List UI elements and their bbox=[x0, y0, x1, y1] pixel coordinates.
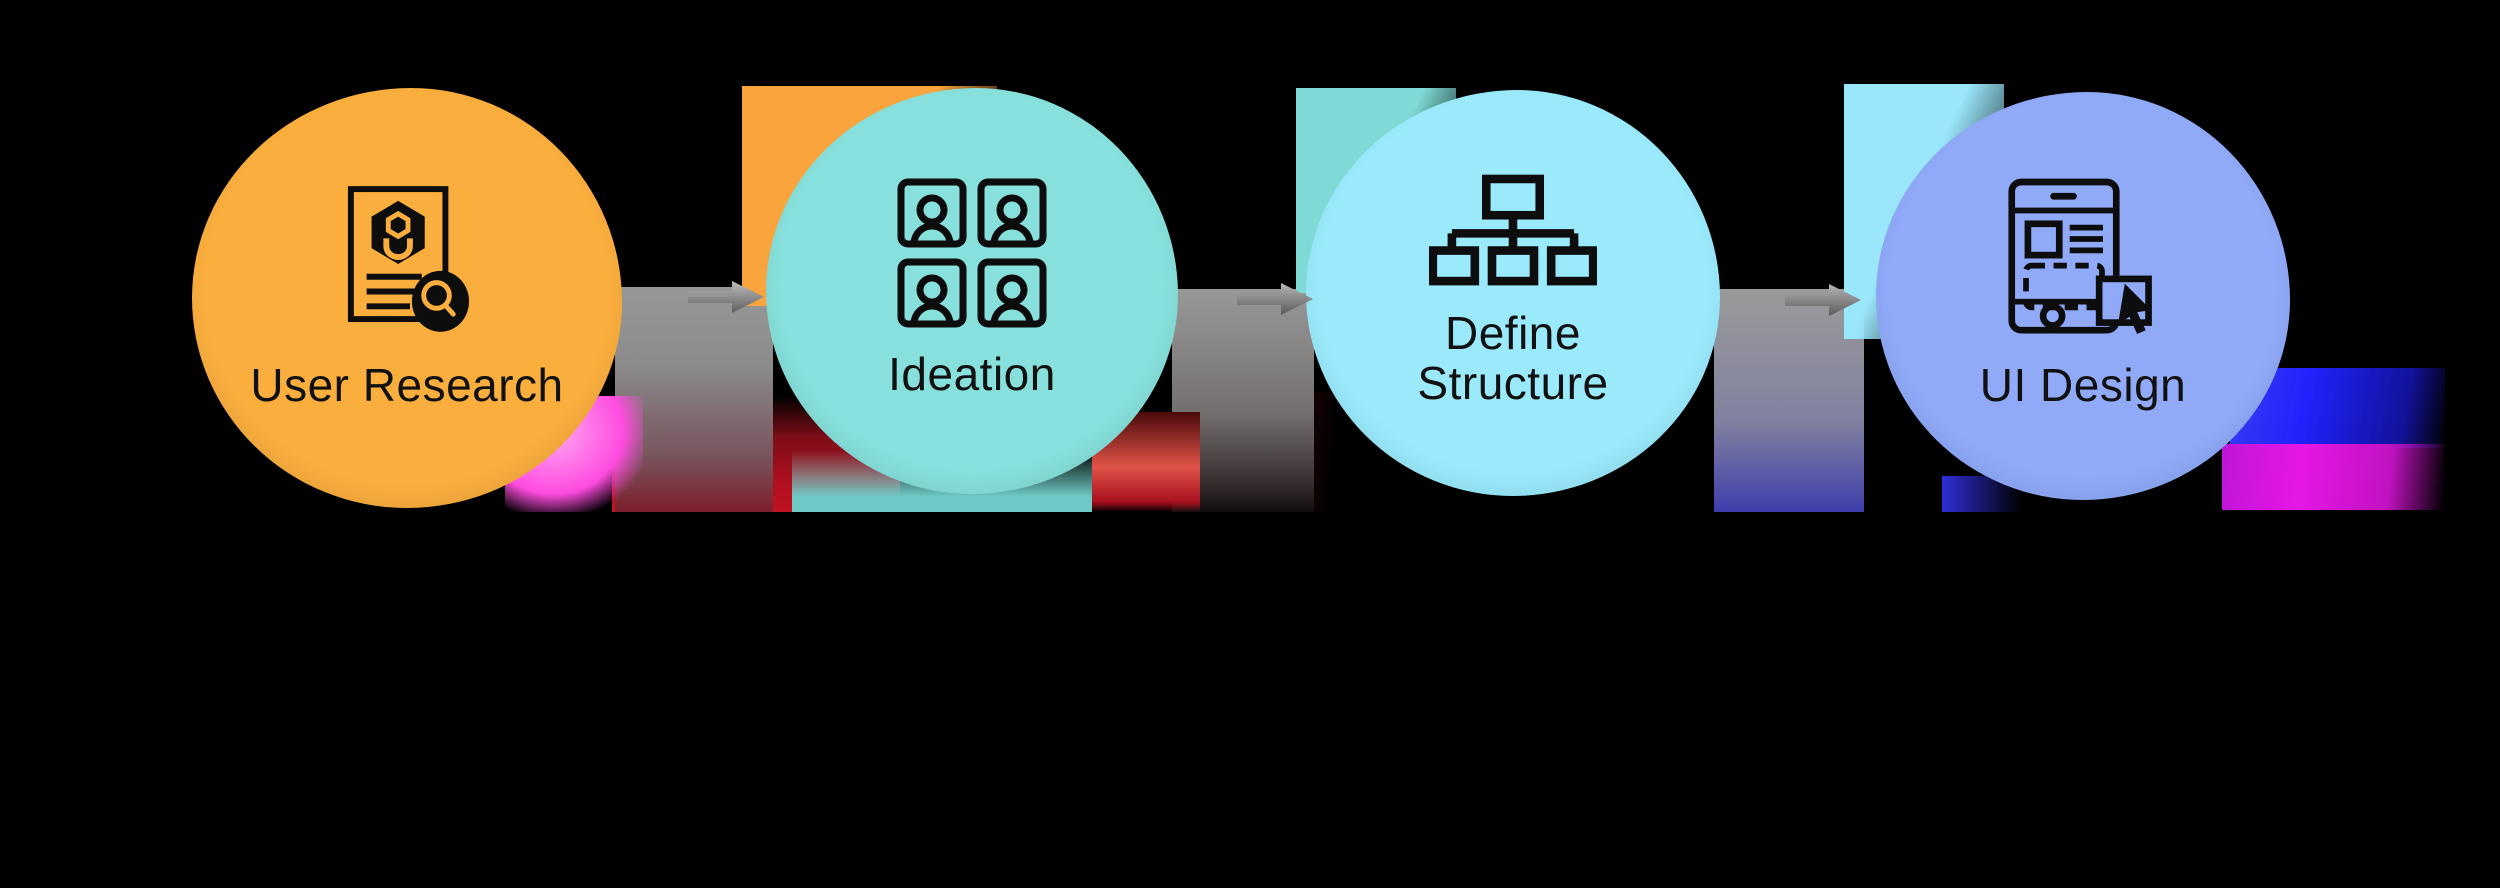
connector-arrow-1 bbox=[688, 281, 764, 313]
ui-design-mobile-wireframe-icon bbox=[2008, 178, 2152, 335]
magenta-shadow-band bbox=[2222, 444, 2444, 510]
step-circle-user-research: User Research bbox=[192, 88, 622, 508]
connector-arrow-2 bbox=[1237, 283, 1313, 315]
step-label: Define Structure bbox=[1417, 306, 1609, 409]
step-circle-ideation: Ideation bbox=[766, 88, 1178, 494]
ideation-people-grid-icon bbox=[897, 178, 1047, 328]
connector-shadow-band-3 bbox=[1714, 289, 1864, 512]
user-research-document-search-icon bbox=[347, 186, 470, 333]
step-label: UI Design bbox=[1979, 359, 2187, 412]
step-circle-define-structure: Define Structure bbox=[1306, 90, 1720, 496]
step-circle-ui-design: UI Design bbox=[1876, 92, 2290, 500]
step-label: User Research bbox=[250, 359, 564, 412]
define-structure-sitemap-icon bbox=[1429, 174, 1597, 286]
connector-arrow-3 bbox=[1785, 284, 1861, 316]
step-label: Ideation bbox=[888, 348, 1056, 401]
